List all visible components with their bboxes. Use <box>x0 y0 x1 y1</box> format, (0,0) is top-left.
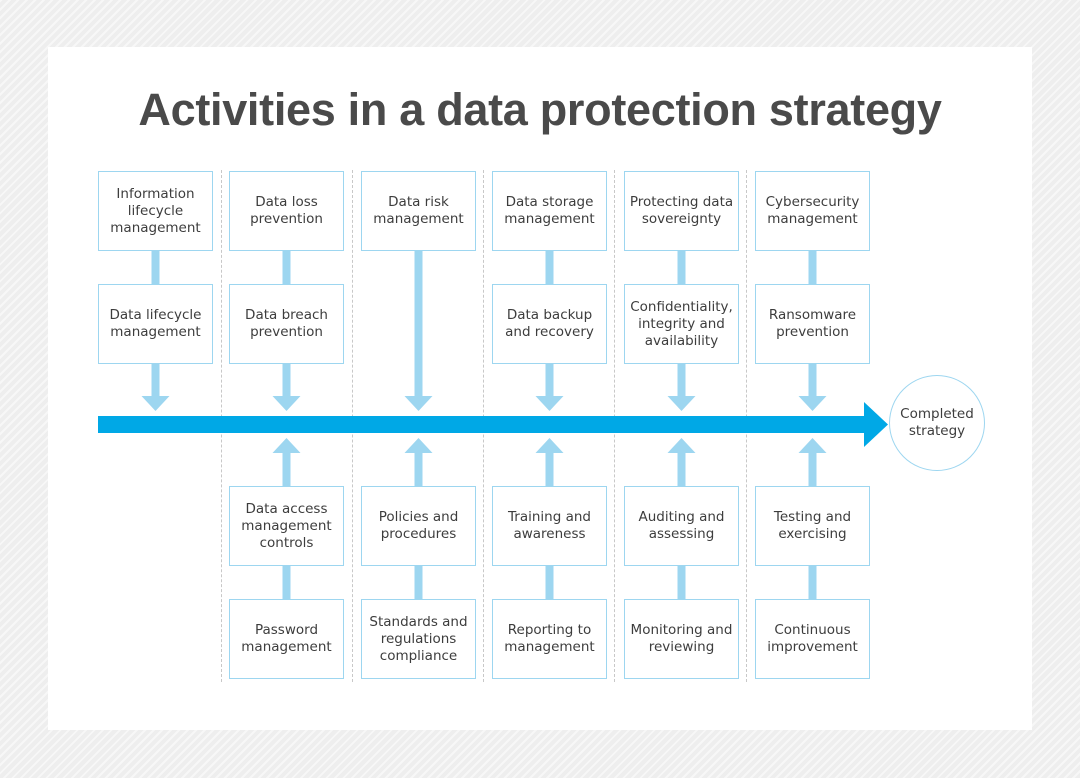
connector-line <box>808 364 817 396</box>
activity-box-top: Information lifecycle management <box>98 171 213 251</box>
activity-label: Data breach prevention <box>245 307 328 340</box>
activity-box-lower: Testing and exercising <box>755 486 870 566</box>
connector-line <box>282 251 291 284</box>
activity-label: Standards and regulations compliance <box>369 613 468 664</box>
connector-line <box>677 251 686 284</box>
down-arrow-head <box>141 396 170 411</box>
activity-box-bottom: Continuous improvement <box>755 599 870 679</box>
connector-line <box>282 364 291 396</box>
connector-line <box>545 452 554 486</box>
activity-box-upper: Ransomware prevention <box>755 284 870 364</box>
connector-line <box>414 251 423 396</box>
activity-label: Auditing and assessing <box>638 509 725 542</box>
completed-strategy-node: Completed strategy <box>889 375 985 471</box>
activity-label: Training and awareness <box>508 509 591 542</box>
activity-box-bottom: Standards and regulations compliance <box>361 599 476 679</box>
activity-label: Reporting to management <box>504 622 595 655</box>
activity-label: Data risk management <box>373 194 464 227</box>
activity-box-lower: Data access management controls <box>229 486 344 566</box>
activity-label: Data loss prevention <box>250 194 323 227</box>
connector-line <box>414 452 423 486</box>
activity-label: Cybersecurity management <box>765 194 860 227</box>
activity-box-lower: Auditing and assessing <box>624 486 739 566</box>
activity-label: Data storage management <box>504 194 595 227</box>
activity-box-upper: Confidentiality, integrity and availabil… <box>624 284 739 364</box>
connector-line <box>808 452 817 486</box>
up-arrow-head <box>272 438 301 453</box>
activity-box-top: Data loss prevention <box>229 171 344 251</box>
down-arrow-head <box>798 396 827 411</box>
activity-label: Testing and exercising <box>773 509 852 542</box>
connector-line <box>545 566 554 599</box>
connector-line <box>151 364 160 396</box>
activity-label: Password management <box>241 622 332 655</box>
activity-label: Policies and procedures <box>378 509 459 542</box>
connector-line <box>151 251 160 284</box>
activity-label: Data access management controls <box>241 500 332 551</box>
activity-label: Data backup and recovery <box>505 307 594 340</box>
activity-box-upper: Data backup and recovery <box>492 284 607 364</box>
connector-line <box>545 364 554 396</box>
diagram-title: Activities in a data protection strategy <box>138 84 942 135</box>
connector-line <box>677 452 686 486</box>
up-arrow-head <box>404 438 433 453</box>
activity-box-top: Protecting data sovereignty <box>624 171 739 251</box>
activity-box-top: Cybersecurity management <box>755 171 870 251</box>
activity-label: Confidentiality, integrity and availabil… <box>630 298 733 349</box>
activity-box-upper: Data lifecycle management <box>98 284 213 364</box>
activity-label: Protecting data sovereignty <box>629 194 734 227</box>
activity-label: Ransomware prevention <box>768 307 857 340</box>
activity-box-top: Data risk management <box>361 171 476 251</box>
activity-box-top: Data storage management <box>492 171 607 251</box>
activity-label: Monitoring and reviewing <box>630 622 733 655</box>
connector-line <box>545 251 554 284</box>
activity-box-upper: Data breach prevention <box>229 284 344 364</box>
activity-label: Information lifecycle management <box>110 185 201 236</box>
connector-line <box>677 566 686 599</box>
down-arrow-head <box>535 396 564 411</box>
down-arrow-head <box>667 396 696 411</box>
main-arrow-head <box>864 402 888 447</box>
connector-line <box>414 566 423 599</box>
activity-box-bottom: Reporting to management <box>492 599 607 679</box>
connector-line <box>677 364 686 396</box>
activity-label: Continuous improvement <box>767 622 858 655</box>
activity-box-lower: Policies and procedures <box>361 486 476 566</box>
down-arrow-head <box>272 396 301 411</box>
up-arrow-head <box>667 438 696 453</box>
activity-box-bottom: Password management <box>229 599 344 679</box>
connector-line <box>282 452 291 486</box>
up-arrow-head <box>798 438 827 453</box>
main-arrow-shaft <box>98 416 866 433</box>
connector-line <box>808 251 817 284</box>
connector-line <box>282 566 291 599</box>
activity-label: Data lifecycle management <box>109 307 202 340</box>
activity-box-lower: Training and awareness <box>492 486 607 566</box>
down-arrow-head <box>404 396 433 411</box>
connector-line <box>808 566 817 599</box>
up-arrow-head <box>535 438 564 453</box>
completed-strategy-label: Completed strategy <box>900 406 974 439</box>
activity-box-bottom: Monitoring and reviewing <box>624 599 739 679</box>
